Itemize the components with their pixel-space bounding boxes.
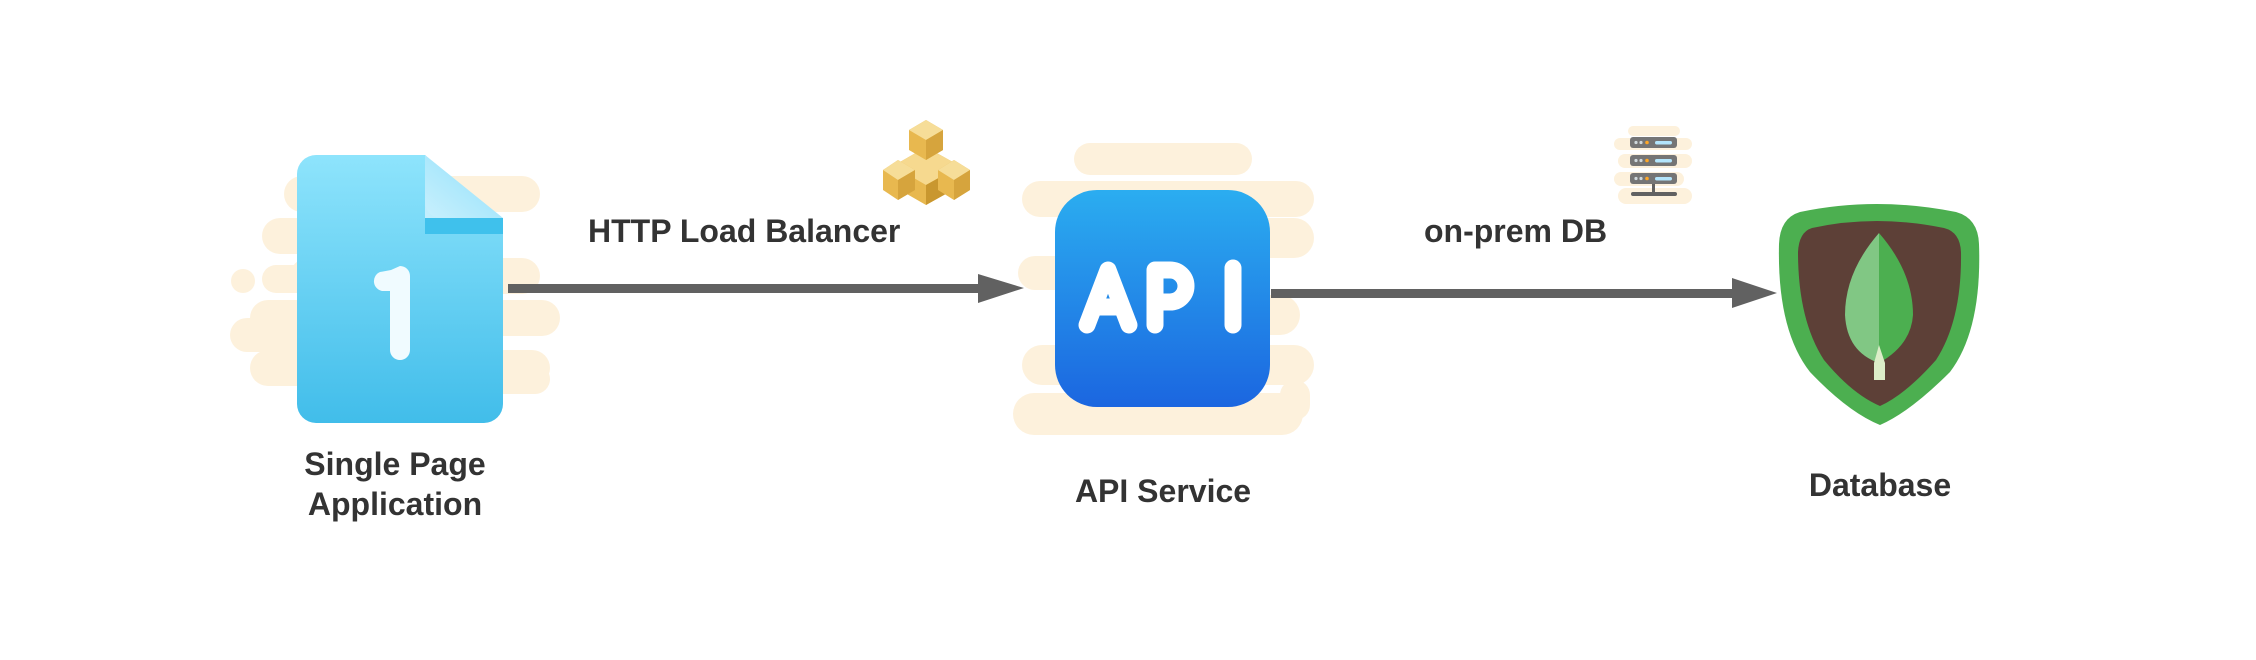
db-node[interactable]	[1778, 204, 1980, 425]
arrowhead-icon	[1732, 278, 1777, 308]
arrowhead-icon	[978, 274, 1024, 303]
spa-label-line2: Application	[307, 486, 483, 522]
edge-label-http-load-balancer: HTTP Load Balancer	[588, 213, 901, 249]
spa-label-line1: Single Page	[304, 446, 486, 482]
server-rack-icon	[1614, 126, 1692, 204]
edge-line	[1271, 289, 1734, 298]
edge-line	[508, 284, 980, 293]
edge-spa-to-api[interactable]	[508, 274, 1024, 303]
load-balancer-cubes-icon	[883, 120, 970, 205]
api-node[interactable]	[1013, 143, 1314, 435]
spa-label: Single Page Application	[260, 444, 530, 524]
edge-api-to-db[interactable]	[1271, 278, 1777, 308]
edge-label-on-prem-db: on-prem DB	[1424, 213, 1608, 249]
api-icon-letters	[1078, 259, 1242, 334]
document-number-1-icon	[297, 155, 503, 423]
api-service-label: API Service	[1074, 473, 1252, 509]
database-label: Database	[1808, 467, 1952, 503]
mongodb-leaf-shield-icon	[1778, 204, 1980, 425]
spa-node[interactable]	[230, 155, 560, 423]
